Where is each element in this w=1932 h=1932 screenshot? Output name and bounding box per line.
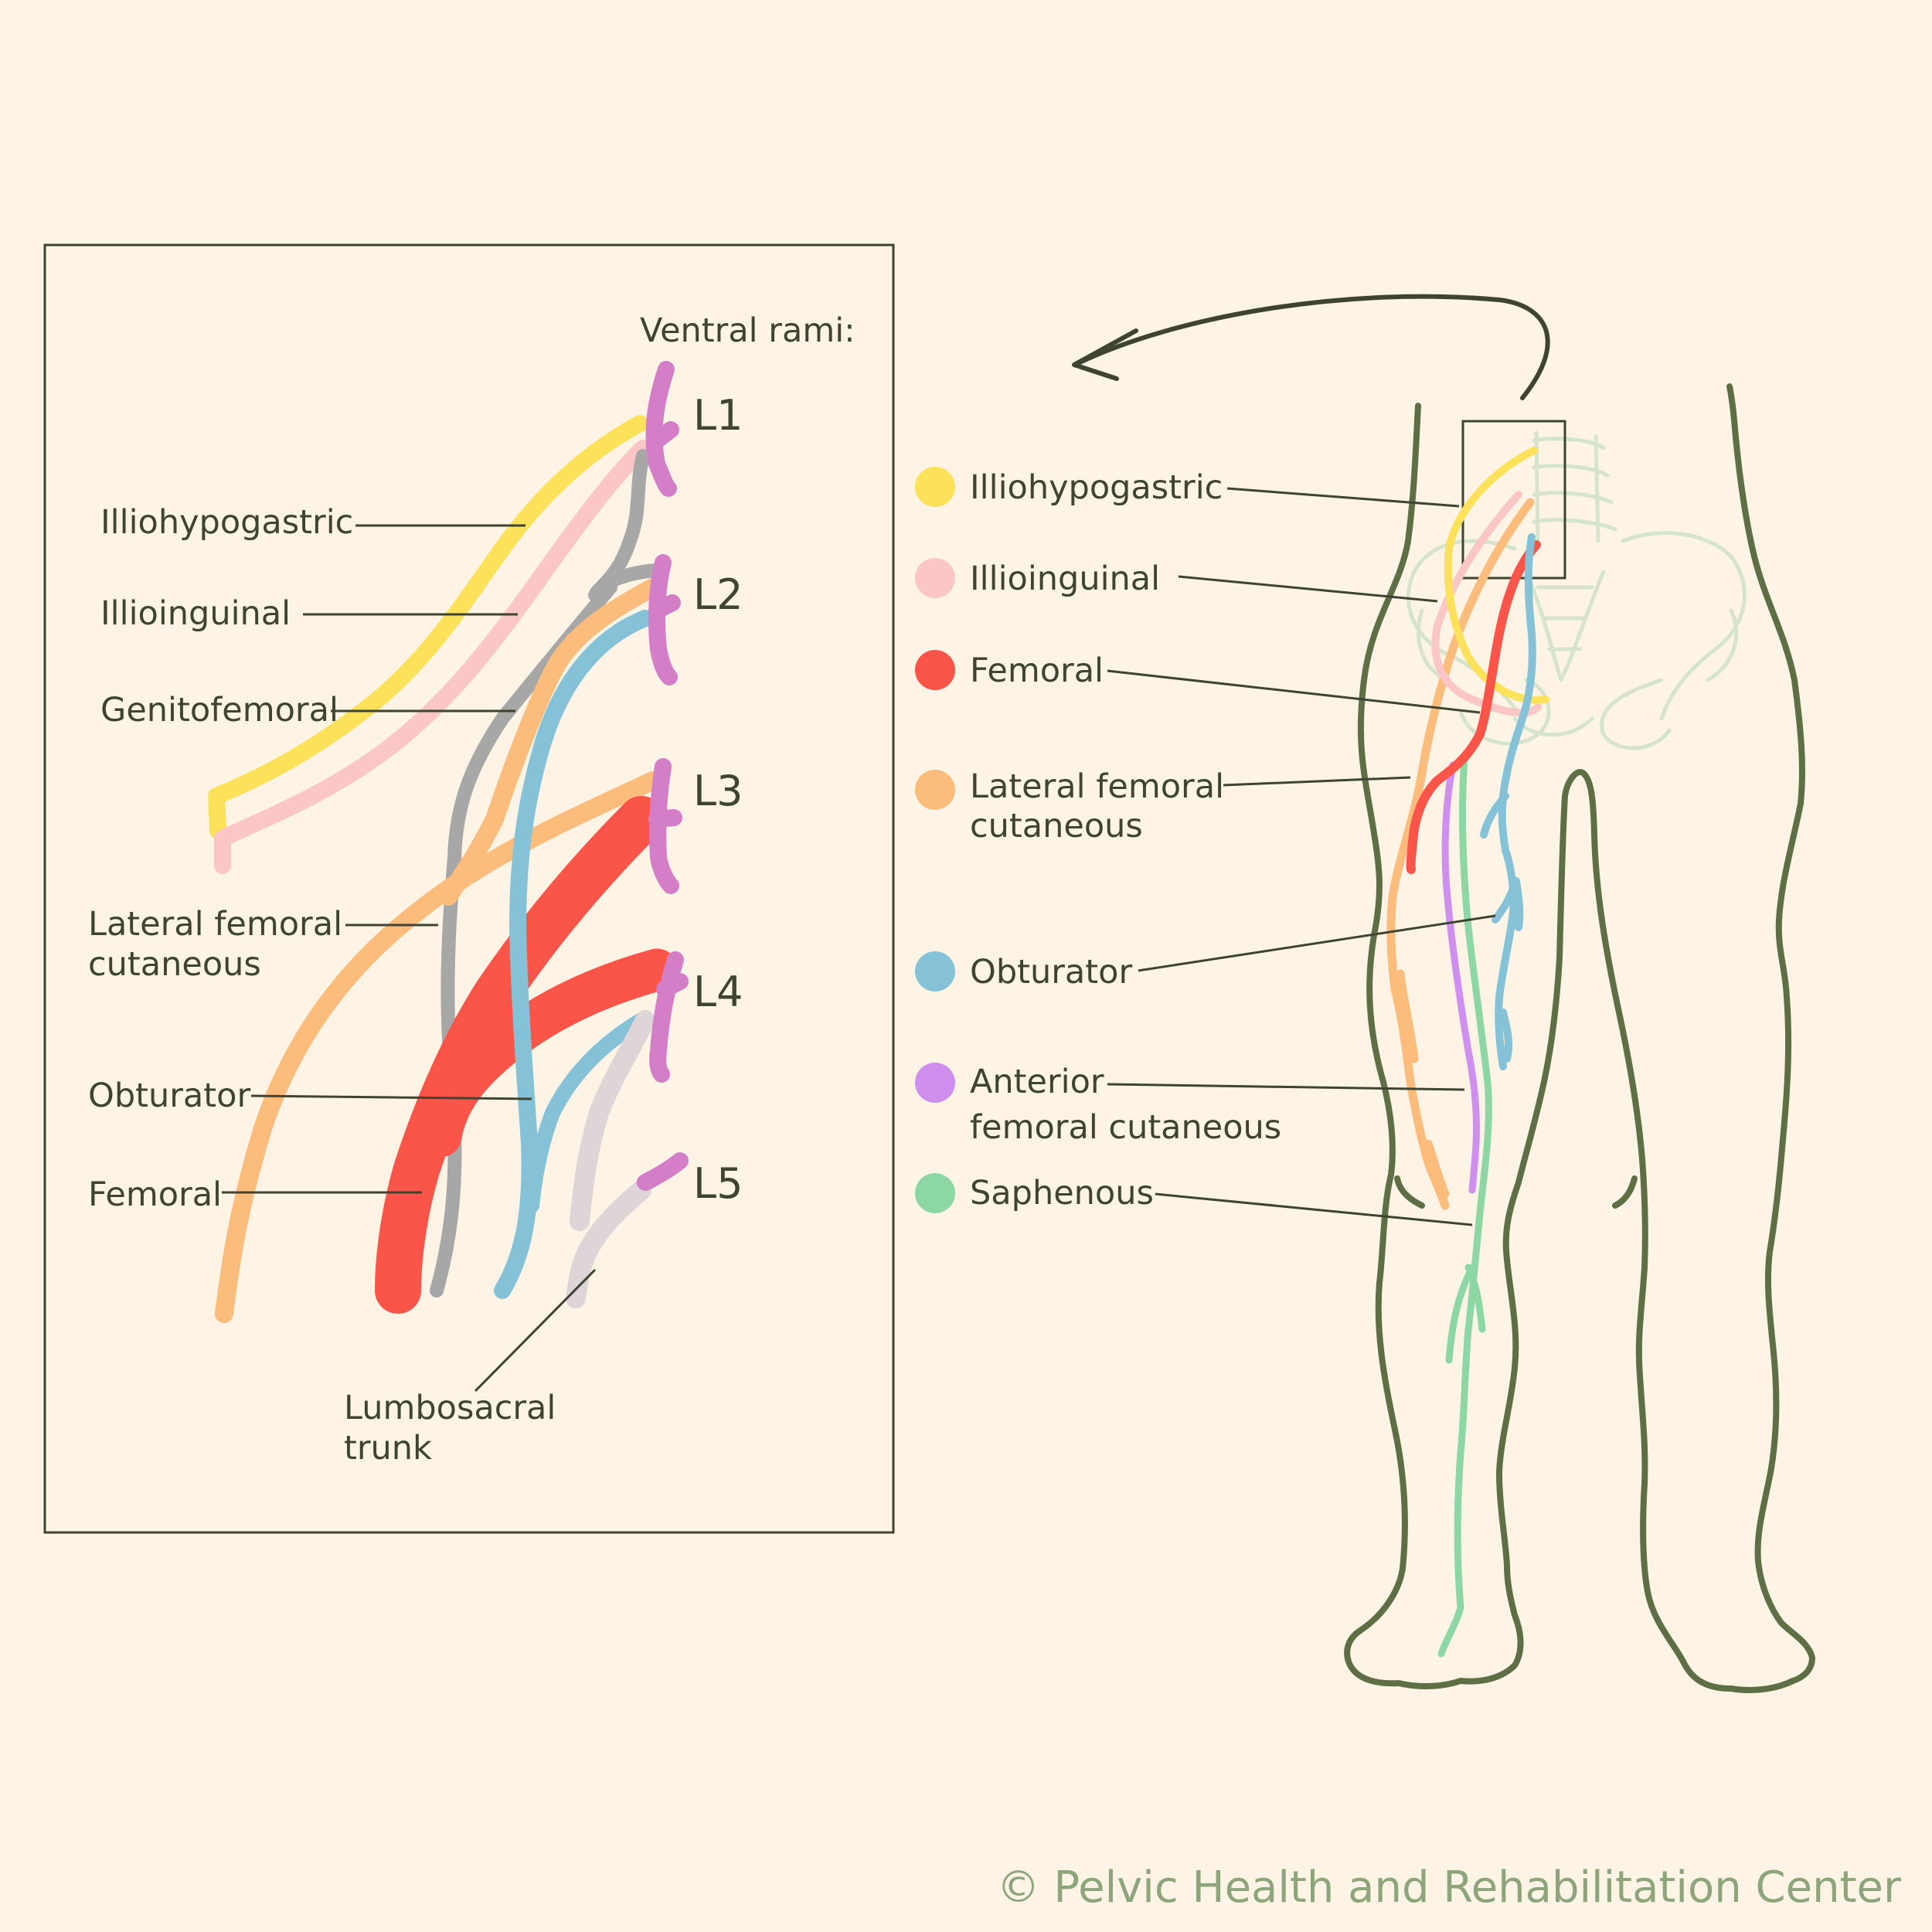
legend: Illiohypogastric Illioinguinal Femoral L… [915,467,1496,1226]
legend-label-saphenous: Saphenous [970,1174,1154,1213]
legend-leader-anterior-femoral-cutaneous [1107,1083,1465,1091]
body-nerve-saphenous [1437,753,1492,1658]
inset-nerve-obturator-l4-branch [524,1012,649,1213]
legend-item-illioinguinal: Illioinguinal [915,558,1438,603]
zoom-arrow [1072,294,1550,400]
arrow-head [1072,328,1138,381]
legend-label-femoral: Femoral [970,651,1104,690]
legend-leader-femoral [1107,669,1481,714]
legend-label-lateral-femoral-cutaneous-1: Lateral femoral [970,767,1224,806]
pelvis-bones [1406,430,1747,750]
legend-label-anterior-femoral-cutaneous-2: femoral cutaneous [970,1108,1281,1147]
legend-item-illiohypogastric: Illiohypogastric [915,467,1460,508]
legend-item-femoral: Femoral [915,650,1481,714]
body-nerve-femoral [1406,540,1541,874]
level-label-l2: L2 [693,570,743,619]
legend-leader-saphenous [1155,1192,1473,1226]
body-nerve-anterior-femoral-cutaneous [1441,761,1481,1194]
inset-nerve-lumbosacral-trunk [566,1010,655,1308]
legend-item-anterior-femoral-cutaneous: Anterior femoral cutaneous [915,1063,1465,1147]
inset-label-femoral: Femoral [88,1175,222,1214]
root-l1 [645,361,679,497]
root-l5 [637,1152,689,1191]
inset-label-lumbosacral-trunk-2: trunk [344,1429,432,1468]
inset-nerves [208,361,689,1323]
inset-panel: Ventral rami: [43,243,895,1534]
body-outline-right-knee [1612,1175,1638,1209]
legend-swatch-anterior-femoral-cutaneous [915,1063,955,1103]
inset-label-lateral-femoral-cutaneous-2: cutaneous [88,945,261,984]
legend-label-illioinguinal: Illioinguinal [970,560,1160,598]
copyright-footer: © Pelvic Health and Rehabilitation Cente… [996,1862,1901,1913]
inset-leader-obturator [250,1094,532,1100]
body-outline-left-knee [1394,1175,1425,1209]
level-label-l1: L1 [693,391,743,440]
legend-item-saphenous: Saphenous [915,1173,1473,1226]
body-figure [1344,383,1815,1693]
body-nerve-obturator [1480,533,1536,1070]
legend-swatch-illiohypogastric [915,467,955,507]
inset-label-genitofemoral: Genitofemoral [100,691,338,730]
legend-leader-illioinguinal [1178,575,1438,603]
legend-swatch-lateral-femoral-cutaneous [915,770,955,810]
inset-label-illioinguinal: Illioinguinal [100,594,291,633]
legend-leader-lateral-femoral-cutaneous [1223,776,1411,787]
body-nerve-illioinguinal [1431,491,1542,717]
body-nerve-lateral-femoral-cutaneous [1386,498,1535,1210]
root-l4 [649,951,689,1083]
inset-label-illiohypogastric: Illiohypogastric [100,503,353,542]
inset-roots [637,361,689,1191]
body-outline-left-leg [1344,383,1815,1693]
legend-leader-illiohypogastric [1226,487,1460,508]
inset-nerve-femoral-l4-branch [419,948,679,1158]
legend-label-obturator: Obturator [970,953,1132,992]
level-label-l4: L4 [693,968,743,1016]
legend-swatch-obturator [915,951,955,992]
level-label-l3: L3 [693,767,743,815]
legend-label-lateral-femoral-cutaneous-2: cutaneous [970,807,1143,845]
inset-label-obturator: Obturator [88,1077,250,1115]
inset-nerve-illiohypogastric [208,415,648,839]
inset-leader-lumbosacral-trunk [474,1268,597,1393]
legend-item-lateral-femoral-cutaneous: Lateral femoral cutaneous [915,767,1411,845]
root-l2 [648,554,681,685]
legend-item-obturator: Obturator [915,914,1496,992]
arrow-curve [1076,294,1550,400]
body-nerves [1386,447,1549,1658]
inset-nerve-lateral-femoral-cutaneous [215,578,662,1323]
legend-swatch-illioinguinal [915,558,955,598]
ventral-rami-heading: Ventral rami: [640,311,855,350]
legend-swatch-saphenous [915,1173,955,1213]
inset-label-lumbosacral-trunk-1: Lumbosacral [344,1389,556,1427]
level-label-l5: L5 [693,1159,743,1208]
legend-leader-obturator [1138,914,1496,972]
inset-frame [43,243,895,1534]
legend-label-illiohypogastric: Illiohypogastric [970,468,1223,507]
root-l3 [648,758,682,894]
legend-swatch-femoral [915,650,955,690]
body-nerve-illiohypogastric [1444,447,1549,704]
inset-nerve-illioinguinal [214,440,651,874]
inset-label-lateral-femoral-cutaneous-1: Lateral femoral [88,905,342,944]
legend-label-anterior-femoral-cutaneous-1: Anterior [970,1063,1104,1101]
